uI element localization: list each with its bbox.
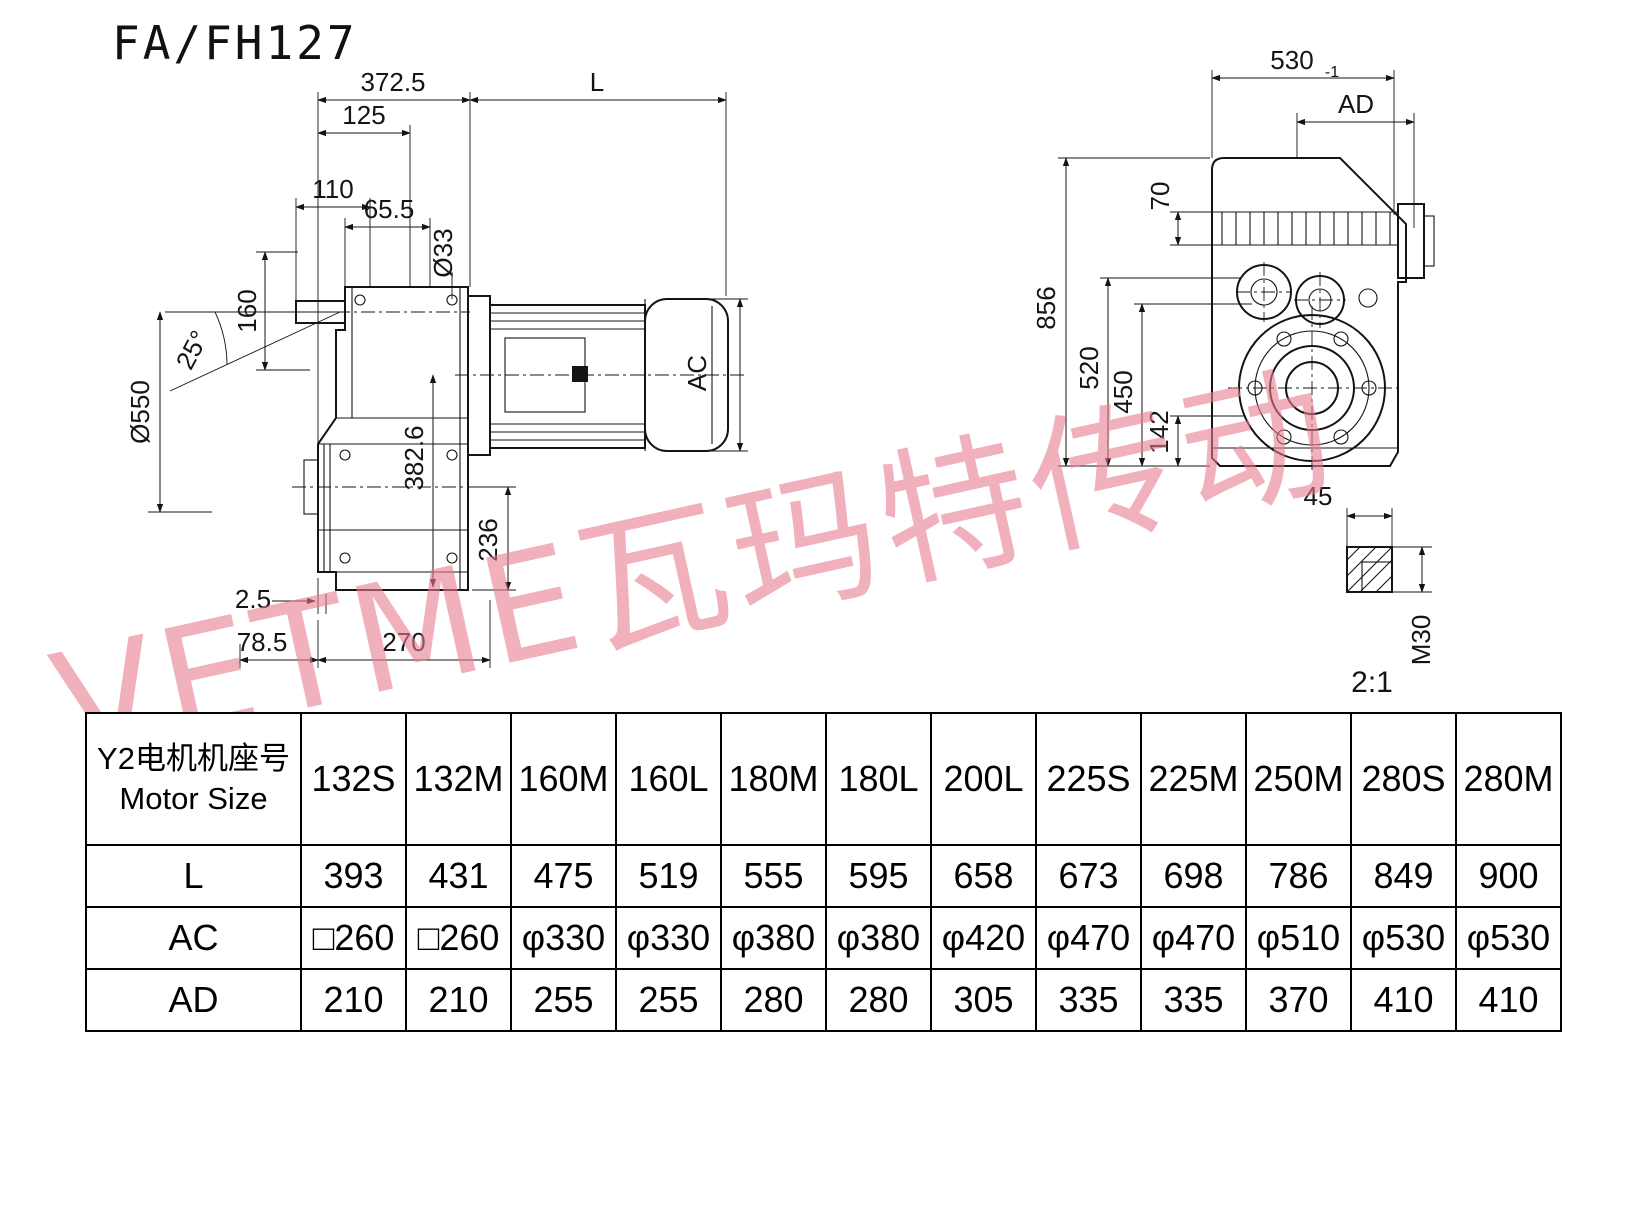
dim-110-label: 110 (312, 174, 353, 204)
dim-45-label: 45 (1304, 481, 1333, 511)
col-header-132S: 132S (300, 712, 407, 846)
dim-125-label: 125 (342, 100, 385, 130)
motor-size-table: Y2电机机座号 Motor Size 132S 132M 160M 160L 1… (85, 712, 1562, 1032)
front-view-dimensions: 530 -1 AD 70 856 520 450 142 (1031, 45, 1436, 699)
table-cell: φ530 (1455, 906, 1562, 970)
dim-520-label: 520 (1074, 346, 1104, 389)
table-cell: 393 (300, 844, 407, 908)
table-row-L: L 393 431 475 519 555 595 658 673 698 78… (85, 844, 1562, 908)
table-cell: φ330 (615, 906, 722, 970)
table-cell: □260 (405, 906, 512, 970)
table-cell: 475 (510, 844, 617, 908)
dim-M30-label: M30 (1406, 615, 1436, 666)
row-label-L: L (85, 844, 302, 908)
dim-phi550-label: Ø550 (125, 380, 155, 444)
table-cell: 335 (1035, 968, 1142, 1032)
dim-AC-label: AC (682, 355, 712, 391)
table-cell: 210 (300, 968, 407, 1032)
table-cell: φ380 (720, 906, 827, 970)
dim-530-label: 530 (1270, 45, 1313, 75)
table-cell: φ330 (510, 906, 617, 970)
col-header-180M: 180M (720, 712, 827, 846)
technical-drawing: 372.5 L 125 110 65.5 Ø33 160 25° Ø550 38… (125, 45, 1436, 699)
dim-70-label: 70 (1145, 182, 1175, 211)
table-corner-header: Y2电机机座号 Motor Size (85, 712, 302, 846)
shaft-key-mark (572, 366, 588, 382)
drawing-title: FA/FH127 (112, 16, 358, 70)
dim-382-6-label: 382.6 (399, 425, 429, 490)
header-line2: Motor Size (119, 781, 268, 816)
col-header-180L: 180L (825, 712, 932, 846)
dim-2-5-label: 2.5 (235, 584, 271, 614)
dim-78-5-label: 78.5 (237, 627, 288, 657)
col-header-132M: 132M (405, 712, 512, 846)
dim-160-label: 160 (232, 289, 262, 332)
table-cell: 255 (510, 968, 617, 1032)
table-cell: 210 (405, 968, 512, 1032)
key-detail-step (1361, 561, 1393, 593)
col-header-225S: 225S (1035, 712, 1142, 846)
col-header-280S: 280S (1350, 712, 1457, 846)
table-cell: φ530 (1350, 906, 1457, 970)
table-cell: 849 (1350, 844, 1457, 908)
dim-AD-label: AD (1338, 89, 1374, 119)
table-cell: 555 (720, 844, 827, 908)
table-cell: 280 (720, 968, 827, 1032)
side-view-dimensions: 372.5 L 125 110 65.5 Ø33 160 25° Ø550 38… (125, 67, 748, 668)
table-cell: 305 (930, 968, 1037, 1032)
dim-856-label: 856 (1031, 286, 1061, 329)
header-line1: Y2电机机座号 (97, 740, 290, 776)
table-cell: 410 (1350, 968, 1457, 1032)
col-header-225M: 225M (1140, 712, 1247, 846)
table-row-AC: AC □260 □260 φ330 φ330 φ380 φ380 φ420 φ4… (85, 906, 1562, 970)
table-cell: 595 (825, 844, 932, 908)
dim-65-5-label: 65.5 (364, 194, 415, 224)
side-view-geometry (165, 286, 748, 591)
dim-142-label: 142 (1144, 410, 1174, 453)
dim-530-tolerance: -1 (1325, 64, 1339, 81)
table-cell: 410 (1455, 968, 1562, 1032)
table-row-AD: AD 210 210 255 255 280 280 305 335 335 3… (85, 968, 1562, 1032)
table-cell: φ470 (1140, 906, 1247, 970)
table-header-row: Y2电机机座号 Motor Size 132S 132M 160M 160L 1… (85, 712, 1562, 846)
table-cell: 335 (1140, 968, 1247, 1032)
col-header-250M: 250M (1245, 712, 1352, 846)
dim-270-label: 270 (382, 627, 425, 657)
scale-note: 2:1 (1351, 666, 1393, 699)
table-cell: φ510 (1245, 906, 1352, 970)
col-header-200L: 200L (930, 712, 1037, 846)
table-cell: φ380 (825, 906, 932, 970)
row-label-AD: AD (85, 968, 302, 1032)
dim-450-label: 450 (1108, 370, 1138, 413)
col-header-160L: 160L (615, 712, 722, 846)
dim-372-5-label: 372.5 (360, 67, 425, 97)
table-cell: 900 (1455, 844, 1562, 908)
table-cell: 370 (1245, 968, 1352, 1032)
dim-phi33-label: Ø33 (428, 228, 458, 277)
table-cell: □260 (300, 906, 407, 970)
table-cell: 255 (615, 968, 722, 1032)
table-cell: 519 (615, 844, 722, 908)
table-cell: 658 (930, 844, 1037, 908)
table-cell: 698 (1140, 844, 1247, 908)
table-cell: φ470 (1035, 906, 1142, 970)
dim-L-label: L (590, 67, 604, 97)
table-cell: 673 (1035, 844, 1142, 908)
front-view-geometry (1211, 157, 1435, 593)
dim-25deg-label: 25° (170, 325, 215, 374)
table-cell: φ420 (930, 906, 1037, 970)
table-cell: 786 (1245, 844, 1352, 908)
col-header-160M: 160M (510, 712, 617, 846)
table-cell: 431 (405, 844, 512, 908)
table-cell: 280 (825, 968, 932, 1032)
dim-236-label: 236 (473, 518, 503, 561)
row-label-AC: AC (85, 906, 302, 970)
col-header-280M: 280M (1455, 712, 1562, 846)
